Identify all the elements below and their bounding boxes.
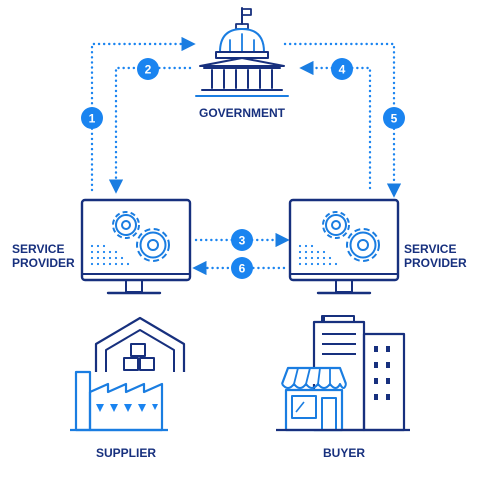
step-number: 2 bbox=[145, 63, 152, 77]
step-badge-5: 5 bbox=[383, 107, 405, 129]
step-badge-3: 3 bbox=[231, 229, 253, 251]
step-badge-4: 4 bbox=[331, 58, 353, 80]
label-line: PROVIDER bbox=[12, 256, 75, 270]
label-line: PROVIDER bbox=[404, 256, 467, 270]
computer-gears-icon bbox=[288, 198, 400, 295]
government-label: GOVERNMENT bbox=[198, 106, 285, 120]
step-badge-6: 6 bbox=[231, 257, 253, 279]
step-number: 6 bbox=[239, 262, 246, 276]
warehouse-factory-icon bbox=[70, 316, 186, 432]
supplier-label: SUPPLIER bbox=[95, 446, 156, 460]
label-line: SERVICE bbox=[12, 242, 65, 256]
service-provider-right-label: SERVICE PROVIDER bbox=[404, 242, 476, 270]
step-badge-1: 1 bbox=[81, 107, 103, 129]
step-badge-2: 2 bbox=[137, 58, 159, 80]
buyer-label: BUYER bbox=[322, 446, 365, 460]
flow-arrows bbox=[90, 36, 402, 276]
step-number: 3 bbox=[239, 234, 246, 248]
arrow-step-4 bbox=[299, 60, 372, 190]
step-number: 5 bbox=[391, 112, 398, 126]
service-provider-left-label: SERVICE PROVIDER bbox=[12, 242, 78, 270]
capitol-icon bbox=[195, 7, 289, 97]
step-number: 1 bbox=[89, 112, 96, 126]
shop-buildings-icon bbox=[276, 315, 410, 432]
arrow-step-5 bbox=[283, 42, 402, 198]
step-number: 4 bbox=[339, 63, 346, 77]
computer-gears-icon bbox=[80, 198, 192, 295]
label-line: SERVICE bbox=[404, 242, 457, 256]
arrow-step-2 bbox=[108, 66, 192, 194]
